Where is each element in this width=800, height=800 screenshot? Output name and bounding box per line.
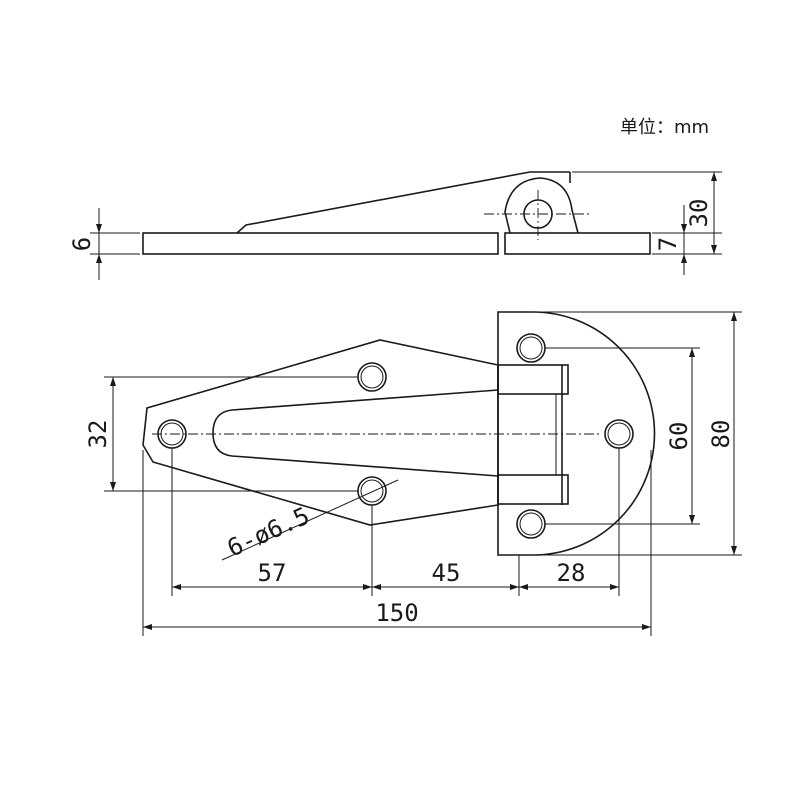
dim-span-a: 57 [258, 559, 287, 587]
side-knuckle [504, 177, 579, 234]
side-leaf-right [504, 232, 651, 255]
top-view: 32 60 80 6-ø6.5 57 45 28 [84, 311, 742, 636]
top-leaf-left [142, 339, 499, 526]
holes-note: 6-ø6.5 [223, 502, 314, 563]
dim-hole-spacing-left: 32 [84, 420, 112, 449]
side-view: 6 30 7 [68, 171, 722, 280]
top-leaf-right [497, 311, 656, 556]
side-arm [236, 171, 570, 234]
dim-side-thickness-right: 7 [654, 237, 682, 251]
dim-side-height-right: 30 [685, 199, 713, 228]
hole-right-top [516, 333, 546, 363]
hole-right-end [604, 419, 634, 449]
side-leaf-left [142, 232, 499, 255]
dim-hole-spacing-right: 60 [665, 422, 693, 451]
hole-left-top [357, 362, 387, 392]
top-arm [212, 389, 499, 477]
hole-right-bottom [516, 509, 546, 539]
dim-overall-length: 150 [375, 599, 418, 627]
hole-left-bottom [357, 476, 387, 506]
unit-label: 单位：mm [620, 117, 709, 138]
dim-span-b: 45 [432, 559, 461, 587]
dim-side-thickness-left: 6 [68, 237, 96, 251]
dim-plate-height: 80 [707, 420, 735, 449]
holes-leader [221, 479, 399, 561]
dim-span-c: 28 [557, 559, 586, 587]
